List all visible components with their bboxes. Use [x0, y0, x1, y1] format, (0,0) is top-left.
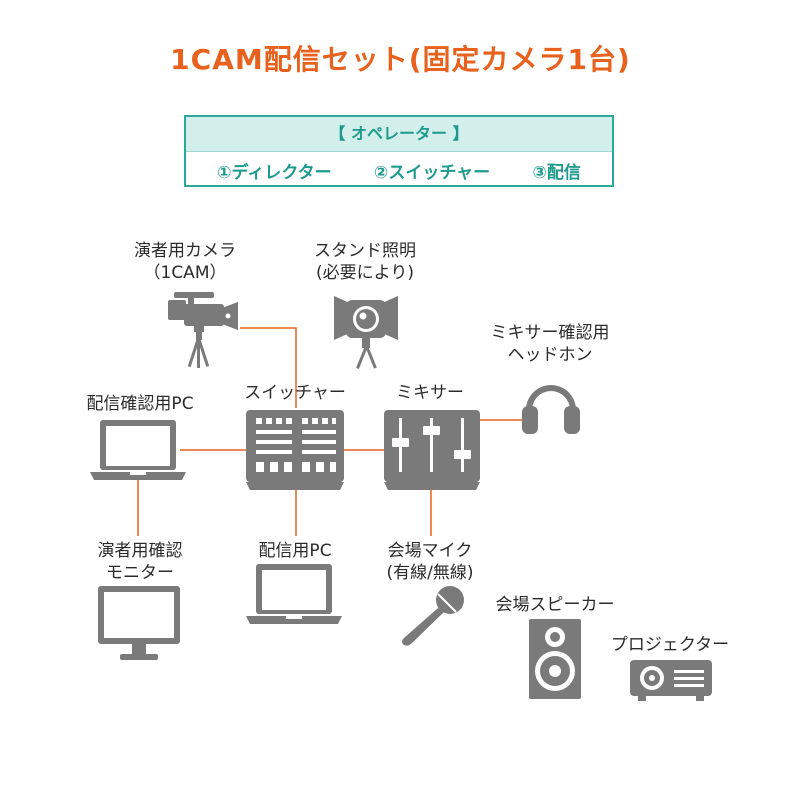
- video-camera-icon: [168, 292, 238, 368]
- headphones-icon: [522, 385, 580, 434]
- laptop-icon: [90, 420, 186, 480]
- venue-speaker-label: 会場スピーカー: [495, 595, 615, 615]
- monitor-icon: [98, 586, 180, 660]
- stream-pc-laptop-icon: [246, 564, 342, 624]
- operator-heading: 【 オペレーター 】: [186, 117, 612, 152]
- performer-monitor-label: 演者用確認 モニター: [97, 541, 183, 583]
- projector-label: プロジェクター: [610, 635, 730, 655]
- light-label: スタンド照明 (必要により): [314, 241, 416, 283]
- microphone-icon: [402, 586, 464, 646]
- stage-light-icon: [334, 296, 398, 370]
- operator-role-switcher: ②スイッチャー: [373, 162, 491, 183]
- headphones-label: ミキサー確認用 ヘッドホン: [490, 323, 610, 365]
- stream-pc-label: 配信用PC: [258, 541, 332, 561]
- confirm-pc-label: 配信確認用PC: [86, 394, 194, 414]
- speaker-icon: [529, 619, 581, 699]
- connector-camera-switcher: [240, 327, 297, 408]
- operator-role-director: ①ディレクター: [217, 162, 332, 183]
- camera-label: 演者用カメラ （1CAM）: [134, 241, 236, 283]
- operator-role-streaming: ③配信: [532, 162, 581, 183]
- operator-panel: 【 オペレーター 】 ①ディレクター ②スイッチャー ③配信: [184, 115, 614, 187]
- venue-mic-label: 会場マイク (有線/無線): [386, 541, 474, 583]
- audio-mixer-icon: [384, 410, 480, 490]
- mixer-label: ミキサー: [396, 383, 464, 403]
- projector-icon: [630, 660, 712, 701]
- switcher-label: スイッチャー: [244, 383, 346, 403]
- page-title: 1CAM配信セット(固定カメラ1台): [170, 43, 631, 76]
- operator-roles: ①ディレクター ②スイッチャー ③配信: [186, 152, 612, 188]
- video-switcher-icon: [246, 410, 344, 490]
